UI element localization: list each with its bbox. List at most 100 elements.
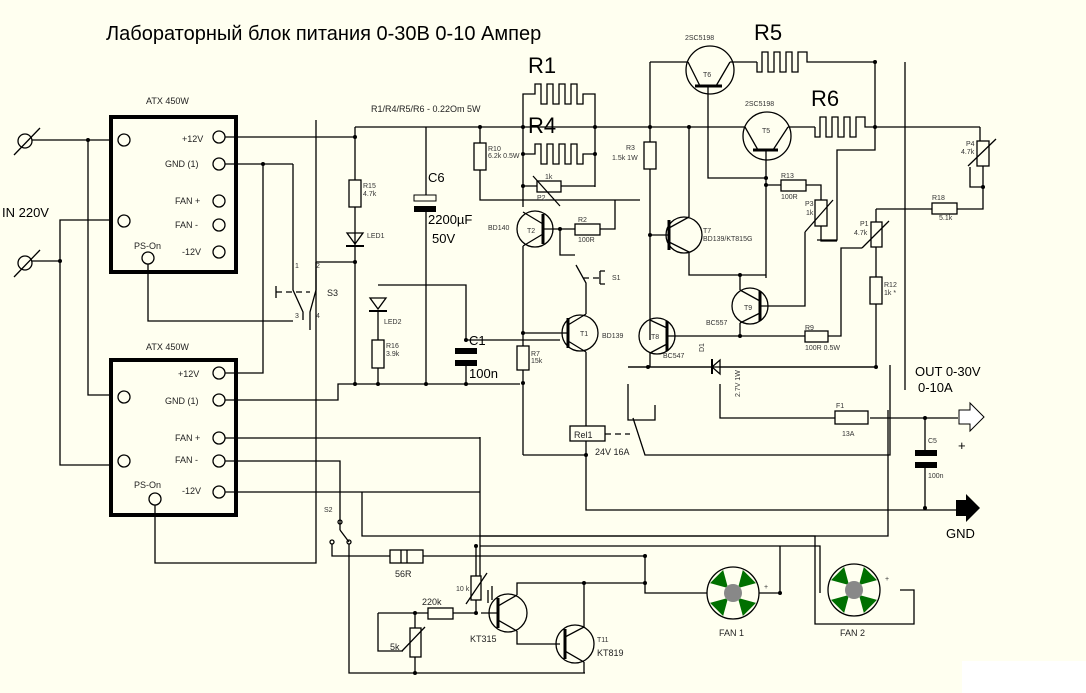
thermistor-10k [470, 575, 482, 601]
fan2-label: FAN 2 [840, 628, 865, 638]
svg-text:BD139: BD139 [602, 333, 624, 340]
svg-text:R3: R3 [626, 145, 635, 152]
svg-text:R10: R10 [488, 146, 501, 153]
transistor-t5 [650, 111, 815, 278]
svg-text:1k: 1k [545, 174, 553, 181]
psu-bottom-pin-gnd: GND (1) [165, 396, 199, 406]
svg-text:100R: 100R [578, 237, 595, 244]
fan-supply-wires [225, 437, 480, 530]
resistor-r12 [869, 276, 883, 305]
output-current-label: 0-10A [918, 380, 953, 395]
svg-text:4: 4 [316, 313, 320, 320]
psu-output-wires [225, 136, 355, 401]
resistor-r4 [523, 143, 595, 165]
psu-top-pin-minus12v: -12V [182, 247, 201, 257]
svg-text:R12: R12 [884, 282, 897, 289]
svg-text:2SC5198: 2SC5198 [745, 101, 774, 108]
svg-text:T2: T2 [527, 228, 535, 235]
fan1-label: FAN 1 [719, 628, 744, 638]
switch-s2 [329, 519, 585, 674]
schematic-title: Лабораторный блок питания 0-30В 0-10 Амп… [106, 23, 541, 45]
svg-text:F1: F1 [836, 403, 844, 410]
transistor-t9 [731, 275, 772, 336]
led1-label: LED1 [367, 233, 385, 240]
switch-s3: 1 2 3 4 S3 [275, 261, 355, 330]
potentiometer-p1 [870, 221, 883, 248]
resistor-220k [427, 607, 454, 620]
resistor-note: R1/R4/R5/R6 - 0.22Om 5W [371, 104, 481, 114]
capacitor-c5 [915, 418, 937, 508]
svg-text:100R: 100R [781, 194, 798, 201]
svg-text:T7: T7 [703, 228, 711, 235]
svg-text:100n: 100n [469, 366, 498, 381]
potentiometer-p2 [536, 180, 562, 193]
transistor-t6 [650, 45, 768, 179]
svg-text:P2: P2 [537, 195, 546, 202]
svg-text:T5: T5 [762, 128, 770, 135]
resistor-r15 [348, 179, 362, 208]
svg-text:R15: R15 [363, 183, 376, 190]
switch-s1 [575, 264, 605, 305]
svg-text:+: + [764, 584, 768, 591]
svg-text:13A: 13A [842, 431, 855, 438]
resistor-r10 [473, 142, 487, 171]
psu-bottom-pin-minus12v: -12V [182, 486, 201, 496]
svg-text:R2: R2 [578, 217, 587, 224]
fan2-icon [827, 563, 881, 617]
svg-text:KT315: KT315 [470, 634, 497, 644]
led2-label: LED2 [384, 319, 402, 326]
transistor-t7 [650, 127, 766, 276]
main-rail [354, 126, 520, 385]
resistor-r5 [756, 51, 875, 73]
svg-text:T9: T9 [744, 305, 752, 312]
psu-top-pin-fan-plus: FAN + [175, 196, 200, 206]
r1-label: R1 [528, 53, 556, 78]
psu-top-pin-pson: PS-On [134, 241, 161, 251]
svg-text:4.7k: 4.7k [961, 149, 975, 156]
fan-blade [831, 595, 849, 613]
svg-text:T6: T6 [703, 72, 711, 79]
fan-blade [859, 567, 877, 585]
switch-s3-label: S3 [327, 288, 338, 298]
svg-text:3: 3 [295, 313, 299, 320]
fan1-icon [706, 566, 760, 620]
svg-text:BD139/KT815G: BD139/KT815G [703, 236, 752, 243]
svg-text:R18: R18 [932, 195, 945, 202]
svg-text:2: 2 [316, 263, 320, 270]
fuse-f1 [834, 410, 869, 425]
resistor-r6 [814, 116, 980, 138]
blank-corner [962, 661, 1086, 693]
svg-text:24V 16A: 24V 16A [595, 447, 630, 457]
svg-text:R13: R13 [781, 173, 794, 180]
svg-text:C5: C5 [928, 438, 937, 445]
relay-rel1 [523, 365, 970, 511]
svg-text:T1: T1 [580, 331, 588, 338]
psu-bottom-pin-12v: +12V [178, 369, 199, 379]
svg-text:BC557: BC557 [706, 320, 728, 327]
fan-blade [831, 567, 849, 585]
psu-top-label: ATX 450W [146, 96, 189, 106]
svg-text:1k *: 1k * [884, 290, 896, 297]
svg-text:+: + [885, 576, 889, 583]
svg-text:2SC5198: 2SC5198 [685, 35, 714, 42]
transistor-t1 [523, 305, 599, 455]
svg-text:1: 1 [295, 263, 299, 270]
psu-bottom-pin-fan-minus: FAN - [175, 455, 198, 465]
resistor-r18 [931, 202, 958, 215]
svg-text:BD140: BD140 [488, 225, 510, 232]
svg-text:1k: 1k [806, 210, 814, 217]
svg-text:220k: 220k [422, 597, 442, 607]
svg-text:P4: P4 [966, 141, 975, 148]
svg-text:6.2k 0.5W: 6.2k 0.5W [488, 153, 520, 160]
fan-blade [738, 598, 756, 616]
svg-text:D1: D1 [699, 343, 706, 352]
psu-top-pin-12v: +12V [182, 134, 203, 144]
resistor-r9 [804, 330, 829, 343]
resistor-r13 [780, 179, 807, 192]
svg-text:R7: R7 [531, 351, 540, 358]
svg-text:2200µF: 2200µF [428, 212, 472, 227]
svg-text:T11: T11 [597, 637, 609, 644]
psu-top-pin-gnd: GND (1) [165, 159, 199, 169]
transistor-kt819 [555, 583, 595, 673]
